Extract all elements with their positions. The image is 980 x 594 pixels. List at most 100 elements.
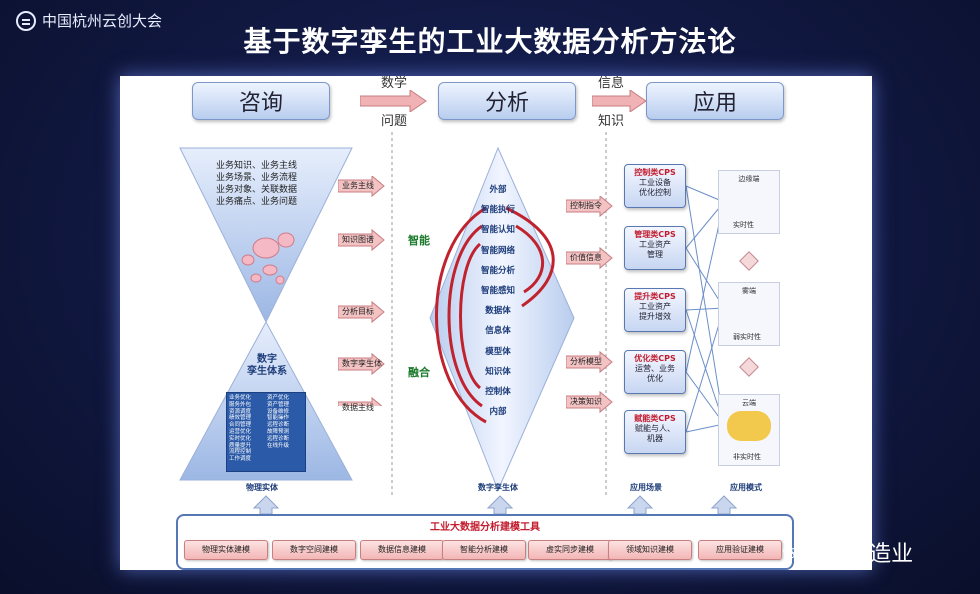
diamond-layers: 外部 智能执行 智能认知 智能网络 智能分析 智能感知 数据体 信息体 模型体 … [460,180,536,422]
arrow-label: 控制指令 [566,196,610,216]
mode-fog: 雾端 弱实时性 [718,282,780,346]
twin-label-1: 数字 [257,354,277,365]
logo-icon [16,10,36,31]
card-item: 智能操作 [267,415,290,422]
arrow-label: 知识图谱 [338,230,382,250]
cps-enable: 赋能类CPS 赋能与人、 机器 [624,410,686,454]
cps-body: 优化 [647,374,663,383]
arrow-label: 决策知识 [566,392,610,412]
twin-label-2: 孪生体系 [247,366,287,377]
bottom-label-mode: 应用模式 [730,483,762,492]
cps-title: 提升类CPS [634,292,676,301]
tool-verification-modeling[interactable]: 应用验证建模 [698,540,782,560]
layer-label: 信息体 [485,326,511,337]
funnel-text: 业务知识、业务主线 业务场景、业务流程 业务对象、关联数据 业务痛点、业务问题 [216,160,326,208]
arrow-text: 数字孪生体 [342,359,382,368]
mode-cloud: 云端 非实时性 [718,394,780,466]
funnel-line: 业务对象、关联数据 [216,185,298,195]
twin-card: 业务优化 服务外包 资源调度 绩效管理 合同管理 运营优化 实时优化 质量提升 … [226,392,306,472]
cps-control: 控制类CPS 工业设备 优化控制 [624,164,686,208]
card-item: 实时优化 [229,435,252,442]
watermark-text: 先进制造业 [803,542,914,567]
mode-title: 边缘端 [738,175,760,183]
mode-note: 弱实时性 [733,333,761,341]
tool-domain-knowledge-modeling[interactable]: 领域知识建模 [608,540,692,560]
layer-label: 数据体 [485,306,511,317]
card-item: 质量提升 [229,442,252,449]
cps-body: 运营、业务 [635,364,675,373]
arrow-text: 数据主线 [342,403,374,412]
tool-virtual-sync-modeling[interactable]: 虚实同步建模 [528,540,612,560]
flow-arrow-1 [360,90,427,112]
card-item: 远程诊断 [267,422,290,429]
layer-label: 内部 [489,407,507,418]
funnel-line: 业务痛点、业务问题 [216,197,298,207]
cps-body: 提升增效 [639,312,671,321]
arrow-text: 决策知识 [570,397,602,406]
cps-management: 管理类CPS 工业资产 管理 [624,226,686,270]
twin-card-left: 业务优化 服务外包 资源调度 绩效管理 合同管理 运营优化 实时优化 质量提升 … [229,395,265,469]
cps-body: 工业资产 [639,240,671,249]
layer-label: 智能分析 [480,265,515,276]
layer-label: 智能认知 [480,225,515,236]
cps-body: 工业设备 [639,178,671,187]
card-item: 设备维修 [267,408,290,415]
arrow-text: 知识图谱 [342,235,374,244]
header-consult: 咨询 [192,82,330,120]
layer-label: 智能网络 [480,245,515,256]
tool-smart-analysis-modeling[interactable]: 智能分析建模 [442,540,526,560]
card-item: 绩效管理 [229,415,252,422]
cps-body: 优化控制 [639,188,671,197]
layer-label: 外部 [489,185,507,195]
logo: 中国杭州云创大会 [16,10,162,31]
funnel-line: 业务场景、业务流程 [216,173,298,183]
cloud-icon [727,411,771,441]
flow-arrow-2 [592,90,647,112]
arrow-label: 数据主线 [338,398,382,418]
flow2-bottom: 知识 [597,114,624,129]
arrow-text: 业务主线 [342,181,374,190]
twin-card-right: 资产优化 资产管理 设备维修 智能操作 远程诊断 故障预测 远程诊断 在线升级 [267,395,303,469]
twin-label: 数字 孪生体系 [232,354,302,378]
cps-title: 管理类CPS [634,230,676,239]
tool-physical-modeling[interactable]: 物理实体建模 [184,540,268,560]
cps-title: 赋能类CPS [634,414,676,423]
funnel-line: 业务知识、业务主线 [216,161,298,171]
bottom-label-physical: 物理实体 [246,483,278,492]
card-item: 资产管理 [267,401,290,408]
tool-data-info-modeling[interactable]: 数据信息建模 [360,540,444,560]
arrow-text: 分析模型 [570,357,602,366]
mode-note: 实时性 [733,221,754,229]
cps-body: 工业资产 [639,302,671,311]
card-item: 故障预测 [267,428,290,435]
mode-title: 云端 [742,399,756,407]
tool-digital-space-modeling[interactable]: 数字空间建模 [272,540,356,560]
cps-body: 赋能与人、 [635,424,675,433]
layer-label: 控制体 [485,387,511,398]
header-analysis: 分析 [438,82,576,120]
card-item: 资产优化 [267,395,290,401]
right-arrows [566,196,613,414]
arrow-label: 分析目标 [338,302,382,322]
green-label-smart: 智能 [408,234,430,247]
cps-title: 优化类CPS [634,354,676,363]
cps-body: 机器 [647,434,663,443]
card-item: 流程控制 [229,449,252,456]
arrow-label: 分析模型 [566,352,610,372]
arrow-label: 数字孪生体 [338,354,382,374]
logo-text: 中国杭州云创大会 [42,12,163,30]
flow1-bottom: 问题 [380,114,407,129]
left-arrows [338,176,385,406]
bottom-label-scene: 应用场景 [630,483,662,492]
flow1-top: 数学 [380,76,407,91]
slide-title: 基于数字孪生的工业大数据分析方法论 [243,25,737,58]
modeling-tools: 工业大数据分析建模工具 物理实体建模 数字空间建模 数据信息建模 智能分析建模 … [176,514,794,570]
card-item: 合同管理 [229,422,252,429]
wechat-icon: ❀ [782,541,798,563]
layer-label: 模型体 [485,346,511,357]
card-item: 在线升级 [267,442,290,449]
card-item: 工作调度 [229,456,252,463]
card-item: 运营优化 [229,428,252,435]
cps-title: 控制类CPS [634,168,676,177]
mode-edge: 边缘端 实时性 [718,170,780,234]
